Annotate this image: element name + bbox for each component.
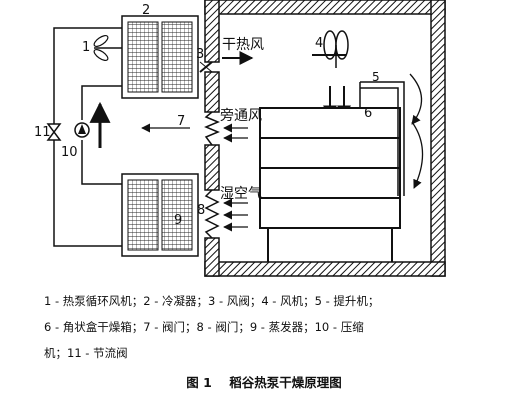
fan-4-icon — [312, 30, 349, 68]
label-9: 9 — [174, 213, 182, 228]
humid-air-label: 湿空气 — [220, 186, 262, 202]
legend-line-3: 机；11 - 节流阀 — [44, 346, 128, 360]
air-valve-3 — [199, 61, 213, 73]
label-4: 4 — [315, 36, 323, 51]
label-8: 8 — [197, 203, 205, 218]
valve-8 — [204, 189, 220, 239]
figure-caption: 图 1 稻谷热泵干燥原理图 — [0, 372, 528, 391]
label-5: 5 — [372, 70, 380, 84]
evaporator-9 — [121, 173, 199, 257]
heat-pump-drying-diagram: 1 2 3 4 5 6 7 8 9 10 11 干热风 旁通风 湿空气 — [34, 0, 446, 277]
legend-line-1: 1 - 热泵循环风机；2 - 冷凝器；3 - 风阀；4 - 风机；5 - 提升机… — [44, 294, 380, 308]
label-6: 6 — [364, 106, 372, 121]
throttle-valve-11-icon — [46, 123, 62, 141]
label-3: 3 — [196, 47, 204, 62]
label-11: 11 — [34, 125, 51, 140]
elevator-5 — [359, 81, 405, 196]
circulation-fan-1-icon — [93, 34, 122, 62]
compressor-10-icon — [74, 122, 90, 138]
label-7: 7 — [177, 114, 185, 129]
label-1: 1 — [82, 40, 90, 55]
figure-number: 图 1 — [186, 375, 212, 390]
label-2: 2 — [142, 3, 150, 18]
humid-air-arrows — [223, 198, 248, 232]
dry-hot-air-label: 干热风 — [222, 37, 264, 53]
label-10: 10 — [61, 145, 78, 160]
bypass-air-label: 旁通风 — [220, 107, 262, 124]
condenser-2 — [121, 15, 199, 99]
legend-line-2: 6 - 角状盒干燥箱；7 - 阀门；8 - 阀门；9 - 蒸发器；10 - 压缩 — [44, 320, 364, 334]
refrigerant-piping — [53, 27, 122, 247]
drying-box-stack-6 — [259, 107, 401, 262]
circulation-curve-arrows — [409, 73, 424, 189]
drying-chamber-wall — [204, 0, 446, 277]
figure-title: 稻谷热泵干燥原理图 — [229, 375, 342, 390]
valve-7 — [204, 111, 220, 146]
bypass-air-arrows — [141, 123, 248, 143]
